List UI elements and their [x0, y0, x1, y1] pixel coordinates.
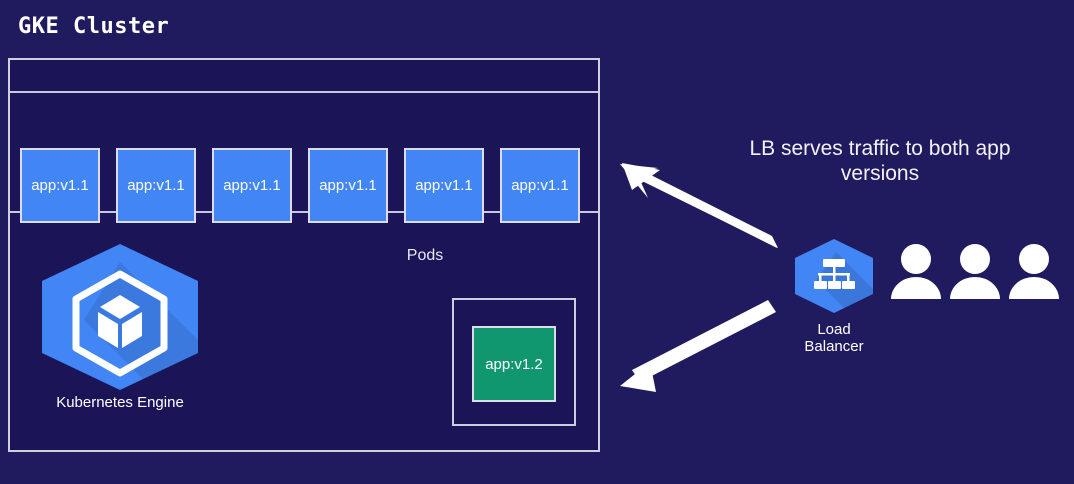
arrow-to-v1-2-pod-shape — [620, 300, 776, 392]
gke-cluster-box: app:v1.1 app:v1.1 app:v1.1 app:v1.1 app:… — [8, 58, 600, 452]
user-icon — [950, 244, 1000, 299]
kubernetes-engine-group: Kubernetes Engine — [30, 242, 210, 427]
page-title: GKE Cluster — [18, 14, 170, 39]
load-balancer-group: Load Balancer — [788, 238, 880, 356]
pods-row-band: app:v1.1 app:v1.1 app:v1.1 app:v1.1 app:… — [10, 93, 598, 223]
pod-app-v1-1[interactable]: app:v1.1 — [212, 148, 292, 223]
pod-group-box: app:v1.2 — [452, 298, 576, 426]
user-icon — [1009, 244, 1059, 299]
pod-app-v1-2[interactable]: app:v1.2 — [472, 326, 556, 402]
pod-app-v1-1[interactable]: app:v1.1 — [20, 148, 100, 223]
pod-app-v1-1[interactable]: app:v1.1 — [308, 148, 388, 223]
kubernetes-engine-icon — [42, 244, 198, 390]
user-icon — [891, 244, 941, 299]
lb-caption-line1: LB serves traffic to both app — [749, 137, 1011, 160]
pods-label: Pods — [406, 247, 444, 264]
cluster-header-band — [10, 60, 598, 93]
load-balancer-icon — [795, 239, 873, 313]
load-balancer-label: Load Balancer — [788, 321, 880, 356]
pod-app-v1-1[interactable]: app:v1.1 — [500, 148, 580, 223]
load-balancer-label-line1: Load — [817, 321, 851, 338]
lb-caption: LB serves traffic to both app versions — [715, 137, 1045, 187]
lb-caption-line2: versions — [840, 161, 920, 185]
kubernetes-engine-label: Kubernetes Engine — [56, 394, 184, 411]
arrow-to-v1-1-pods-shape — [622, 163, 777, 248]
pod-app-v1-1[interactable]: app:v1.1 — [404, 148, 484, 223]
users-group — [888, 243, 1068, 299]
traffic-arrows — [620, 163, 778, 392]
pod-app-v1-1[interactable]: app:v1.1 — [116, 148, 196, 223]
load-balancer-label-line2: Balancer — [804, 338, 864, 356]
